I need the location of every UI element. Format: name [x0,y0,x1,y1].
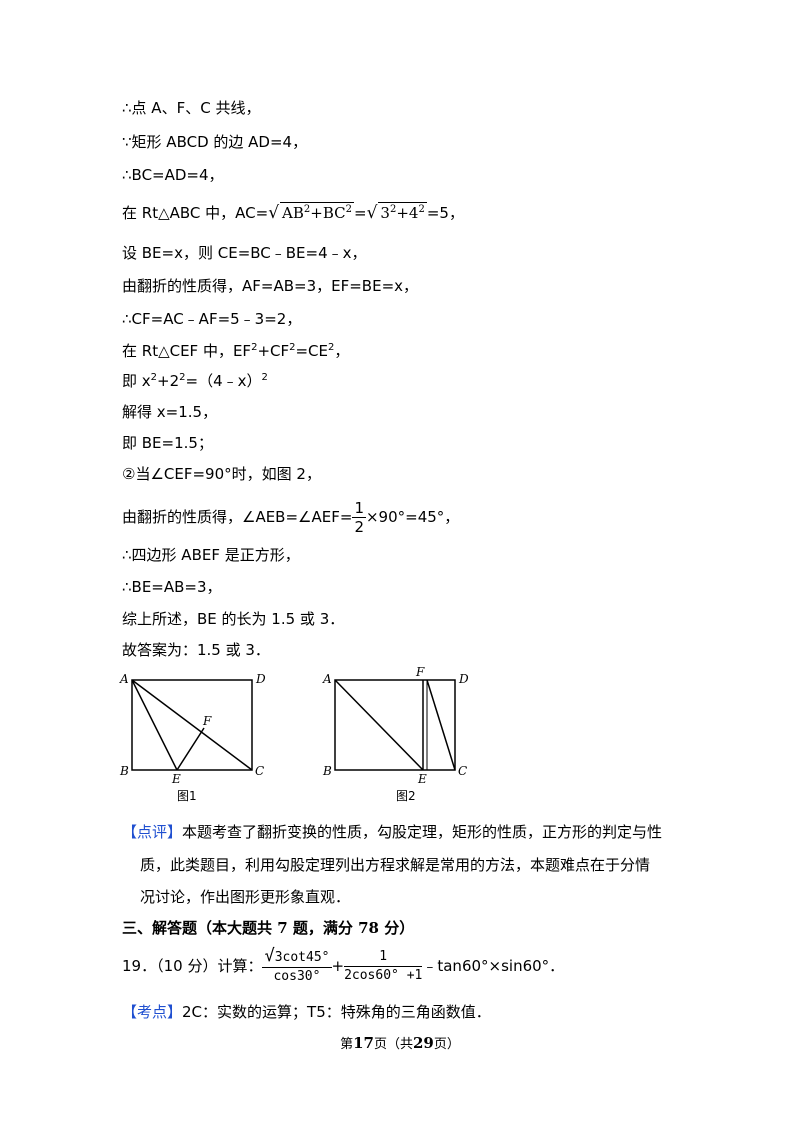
review-line-3: 况讨论，作出图形更形象直观． [140,888,351,906]
fig1-label-d: D [255,672,266,686]
line-rect-side: ∵矩形 ABCD 的边 AD=4， [122,133,308,151]
figure-1: A D B C E F 图1 [119,672,266,803]
figure-2: A F D B E C 图2 [322,665,469,803]
line-be-1-5: 即 BE=1.5； [122,434,213,452]
line-summary: 综上所述，BE 的长为 1.5 或 3． [122,610,345,628]
line-solve: 解得 x=1.5， [122,403,218,421]
kaodian-tag: 【考点】 [122,1003,183,1021]
fig2-label-c: C [458,764,467,778]
fig1-label-e: E [171,772,181,786]
fraction-cot: √3cot45°cos30° [262,946,332,984]
fig2-label-a: A [322,672,332,686]
line-cef: 在 Rt△CEF 中，EF2+CF2=CE2， [122,342,350,360]
line-equation: 即 x2+22=（4﹣x）2 [122,372,268,390]
line-case2: ②当∠CEF=90°时，如图 2， [122,465,321,483]
fig2-label-e: E [417,772,427,786]
kaodian-line: 【考点】2C：实数的运算；T5：特殊角的三角函数值． [122,1003,491,1021]
line-set-be: 设 BE=x，则 CE=BC﹣BE=4﹣x， [122,244,367,262]
line-square: ∴四边形 ABEF 是正方形， [122,546,300,564]
fig1-label-c: C [255,764,264,778]
fig1-label-f: F [202,714,212,728]
line-be-3: ∴BE=AB=3， [122,578,222,596]
review-tag: 【点评】 [122,823,183,841]
fig1-label-a: A [119,672,129,686]
line-answer: 故答案为：1.5 或 3． [122,641,270,659]
line-fold-af: 由翻折的性质得，AF=AB=3，EF=BE=x， [122,277,419,295]
fig2-caption: 图2 [396,789,416,803]
review-line-1: 【点评】本题考查了翻折变换的性质，勾股定理，矩形的性质，正方形的判定与性 [122,823,663,841]
fig2-label-f: F [415,665,425,679]
fig2-label-b: B [322,764,332,778]
review-line-2: 质，此类题目，利用勾股定理列出方程求解是常用的方法，本题难点在于分情 [140,856,651,874]
line-ac-pythagoras: 在 Rt△ABC 中，AC=√AB2+BC2=√32+42=5， [122,202,464,223]
line-bc: ∴BC=AD=4， [122,166,224,184]
fig1-caption: 图1 [177,789,197,803]
page-footer: 第17页（共29页） [340,1034,460,1052]
section-heading: 三、解答题（本大题共 7 题，满分 78 分） [122,919,415,937]
fig1-label-b: B [119,764,129,778]
line-collinear: ∴点 A、F、C 共线， [122,99,261,117]
fig2-label-d: D [458,672,469,686]
line-cf: ∴CF=AC﹣AF=5﹣3=2， [122,310,302,328]
